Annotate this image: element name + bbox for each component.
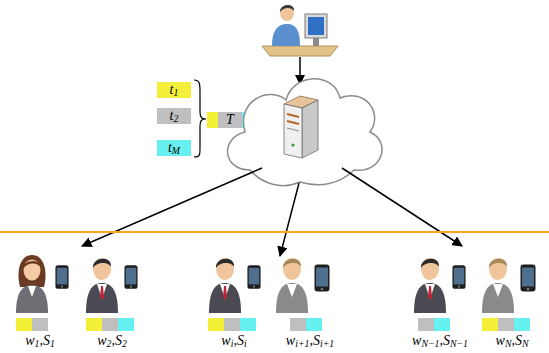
subscript: N [522,338,529,349]
subscript: M [172,145,180,156]
task-label: t1 [170,83,179,97]
task-box: t2 [157,108,191,124]
subscript: N [505,338,512,349]
user-label: w1,S1 [25,334,55,348]
drawing-part [287,128,299,131]
bar-segment [207,112,218,128]
subscript: 1 [173,87,178,98]
drawing-part [308,17,324,35]
subscript: 2 [107,338,112,349]
task-bars [16,318,530,331]
drawing-part [287,121,299,124]
subscript: N−1 [450,338,468,349]
drawing-part [306,318,322,331]
arrow [280,183,299,256]
user-icon [482,258,514,313]
user-label: wN−1,SN−1 [412,334,468,348]
subscript: 2 [122,338,127,349]
drawing-part [291,143,294,146]
subscript: 2 [173,113,178,124]
task-label: T [226,113,234,127]
subscript: i+1 [295,338,309,349]
subscript: N−1 [421,338,439,349]
arrow [342,168,462,246]
subscript: 1 [50,338,55,349]
drawing-part [102,318,118,331]
drawing-part [86,318,102,331]
task-box: tM [157,140,191,156]
drawing-part [290,318,306,331]
drawing-part [240,318,256,331]
drawing-part [272,24,300,46]
requester-icon [262,5,338,56]
task-box: t1 [157,82,191,98]
phone-icon [521,265,536,292]
subscript: i [231,338,234,349]
phone-icon [315,265,330,292]
drawing-part [32,318,48,331]
drawing-part [287,114,299,117]
user-label: wi,Si [221,334,246,348]
user-icon [276,258,308,313]
arrow [299,57,301,84]
drawing-part [262,46,338,56]
drawing-part [302,100,318,158]
drawing-part [280,5,294,12]
user-label: wN,SN [496,334,529,348]
task-label: t2 [170,109,179,123]
task-box: T [218,112,242,128]
drawing-part [118,318,134,331]
phone-icon [55,265,68,289]
user-icon [86,258,118,313]
drawing-part [224,318,240,331]
task-label: tM [168,141,180,155]
subscript: i [244,338,247,349]
user-label: wi+1,Si+1 [286,334,334,348]
subscript: 1 [35,338,40,349]
arrow [82,168,262,246]
user-icon [209,258,241,313]
drawing-part [434,318,450,331]
drawing-part [208,318,224,331]
drawing-part [284,104,302,158]
brace [194,80,206,157]
phone-icon [247,265,260,289]
subscript: i+1 [320,338,334,349]
phone-icon [124,265,137,289]
drawing-part [514,318,530,331]
user-icon [414,258,446,313]
divider-line [0,231,549,233]
drawing-part [482,318,498,331]
drawing-part [280,5,294,21]
drawing-part [305,14,327,38]
user-label: w2,S2 [97,334,127,348]
user-icon [16,255,48,313]
phone-icon [452,265,465,289]
drawing-part [418,318,434,331]
drawing-part [16,318,32,331]
server-icon [284,96,318,158]
drawing-part [498,318,514,331]
cloud [228,79,382,186]
drawing-part [313,38,319,46]
